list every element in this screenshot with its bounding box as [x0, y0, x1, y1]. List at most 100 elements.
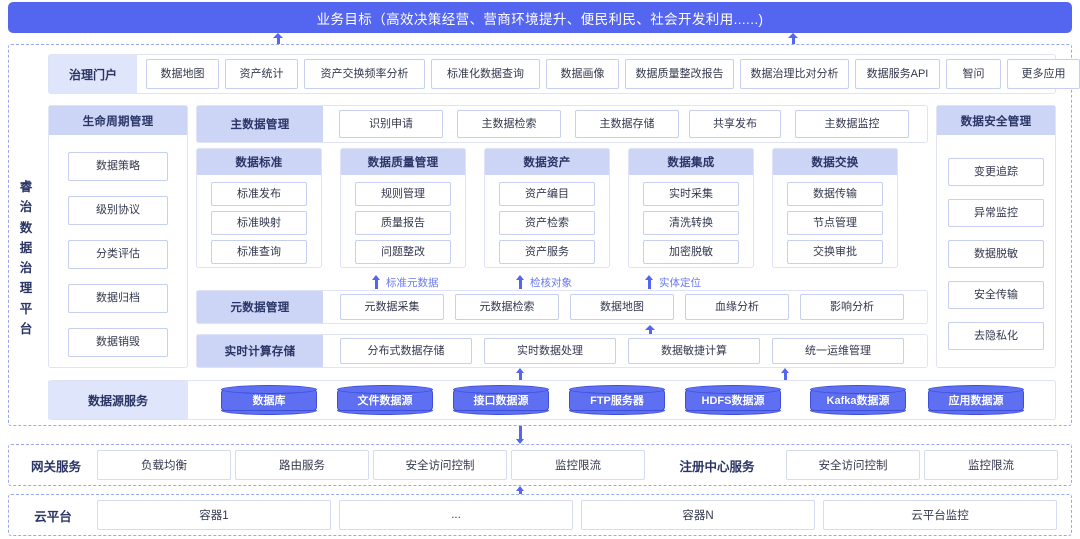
metadata-item-元数据检索[interactable]: 元数据检索 — [455, 294, 559, 320]
core-item-加密脱敏[interactable]: 加密脱敏 — [643, 240, 739, 264]
core-item-清洗转换[interactable]: 清洗转换 — [643, 211, 739, 235]
registry-item-安全访问控制[interactable]: 安全访问控制 — [786, 450, 920, 480]
datasource-label: 数据库 — [252, 395, 286, 407]
portal-app-资产交换频率分析[interactable]: 资产交换频率分析 — [304, 59, 425, 89]
registry-item-监控限流[interactable]: 监控限流 — [924, 450, 1058, 480]
metadata-item-元数据采集[interactable]: 元数据采集 — [340, 294, 444, 320]
realtime-item-数据敏捷计算[interactable]: 数据敏捷计算 — [628, 338, 760, 364]
security-item-安全传输[interactable]: 安全传输 — [948, 281, 1044, 309]
lifecycle-title-label: 生命周期管理 — [82, 115, 154, 128]
core-item-标准查询[interactable]: 标准查询 — [211, 240, 307, 264]
core-item-标准映射[interactable]: 标准映射 — [211, 211, 307, 235]
cloud-item-容器1[interactable]: 容器1 — [97, 500, 331, 530]
lifecycle-item-分类评估[interactable]: 分类评估 — [68, 240, 168, 269]
gateway-item-负载均衡[interactable]: 负载均衡 — [97, 450, 231, 480]
arrow-shaft — [375, 279, 378, 289]
master-data-item-主数据监控[interactable]: 主数据监控 — [795, 110, 909, 138]
security-item-异常监控[interactable]: 异常监控 — [948, 199, 1044, 227]
cloud-item-云平台监控[interactable]: 云平台监控 — [823, 500, 1057, 530]
arrow-shaft — [519, 426, 522, 440]
core-column-title-label: 数据资产 — [523, 157, 571, 169]
gateway-item-监控限流[interactable]: 监控限流 — [511, 450, 645, 480]
registry-item-label: 监控限流 — [968, 460, 1014, 472]
core-item-规则管理[interactable]: 规则管理 — [355, 182, 451, 206]
metadata-item-数据地图[interactable]: 数据地图 — [570, 294, 674, 320]
vtitle-char-6: 平 — [19, 301, 33, 316]
cylinder-top — [221, 385, 317, 394]
realtime-header: 实时计算存储 — [197, 335, 323, 367]
portal-app-更多应用[interactable]: 更多应用 — [1007, 59, 1080, 89]
master-data-item-label: 识别申请 — [369, 117, 413, 130]
datasource-cylinder-HDFS数据源[interactable]: HDFS数据源 — [685, 385, 781, 415]
metadata-item-影响分析[interactable]: 影响分析 — [800, 294, 904, 320]
business-goal-label: 业务目标（高效决策经营、营商环境提升、便民利民、社会开发利用......) — [316, 11, 764, 27]
portal-app-label: 资产交换频率分析 — [320, 67, 409, 80]
portal-app-label: 智问 — [962, 67, 985, 80]
core-item-label: 加密脱敏 — [669, 245, 713, 258]
core-item-问题整改[interactable]: 问题整改 — [355, 240, 451, 264]
arrow-head-down — [516, 439, 524, 444]
portal-title: 治理门户 — [49, 55, 137, 93]
datasource-cylinder-接口数据源[interactable]: 接口数据源 — [453, 385, 549, 415]
portal-app-数据质量整改报告[interactable]: 数据质量整改报告 — [625, 59, 734, 89]
portal-app-数据治理比对分析[interactable]: 数据治理比对分析 — [740, 59, 849, 89]
realtime-item-统一运维管理[interactable]: 统一运维管理 — [772, 338, 904, 364]
datasource-cylinder-Kafka数据源[interactable]: Kafka数据源 — [810, 385, 906, 415]
datasource-title: 数据源服务 — [48, 381, 188, 419]
portal-app-标准化数据查询[interactable]: 标准化数据查询 — [431, 59, 540, 89]
cloud-item-容器N[interactable]: 容器N — [581, 500, 815, 530]
cylinder-top — [928, 385, 1024, 394]
core-column-header-数据交换: 数据交换 — [773, 149, 897, 175]
arrow-head-up — [645, 325, 655, 330]
metadata-item-label: 影响分析 — [830, 300, 874, 313]
datasource-cylinder-应用数据源[interactable]: 应用数据源 — [928, 385, 1024, 415]
metadata-item-血缘分析[interactable]: 血缘分析 — [685, 294, 789, 320]
gateway-item-路由服务[interactable]: 路由服务 — [235, 450, 369, 480]
portal-app-智问[interactable]: 智问 — [946, 59, 1001, 89]
business-goal-banner: 业务目标（高效决策经营、营商环境提升、便民利民、社会开发利用......) — [8, 2, 1072, 33]
realtime-item-分布式数据存储[interactable]: 分布式数据存储 — [340, 338, 472, 364]
flow-label-检核对象: 检核对象 — [530, 275, 572, 290]
master-data-item-共享发布[interactable]: 共享发布 — [689, 110, 781, 138]
metadata-item-label: 元数据检索 — [479, 300, 535, 313]
master-data-item-主数据存储[interactable]: 主数据存储 — [575, 110, 679, 138]
security-item-变更追踪[interactable]: 变更追踪 — [948, 158, 1044, 186]
portal-app-数据地图[interactable]: 数据地图 — [146, 59, 219, 89]
core-item-实时采集[interactable]: 实时采集 — [643, 182, 739, 206]
core-item-资产编目[interactable]: 资产编目 — [499, 182, 595, 206]
portal-app-资产统计[interactable]: 资产统计 — [225, 59, 298, 89]
arrow-head-up — [273, 33, 283, 38]
datasource-cylinder-数据库[interactable]: 数据库 — [221, 385, 317, 415]
lifecycle-item-数据策略[interactable]: 数据策略 — [68, 152, 168, 181]
datasource-cylinder-FTP服务器[interactable]: FTP服务器 — [569, 385, 665, 415]
core-item-资产服务[interactable]: 资产服务 — [499, 240, 595, 264]
security-header: 数据安全管理 — [937, 106, 1055, 135]
core-item-质量报告[interactable]: 质量报告 — [355, 211, 451, 235]
lifecycle-item-级别协议[interactable]: 级别协议 — [68, 196, 168, 225]
security-item-数据脱敏[interactable]: 数据脱敏 — [948, 240, 1044, 268]
security-item-去隐私化[interactable]: 去隐私化 — [948, 322, 1044, 350]
core-item-资产检索[interactable]: 资产检索 — [499, 211, 595, 235]
core-item-label: 实时采集 — [669, 187, 713, 200]
master-data-item-主数据检索[interactable]: 主数据检索 — [457, 110, 561, 138]
core-item-label: 标准映射 — [237, 216, 281, 229]
portal-app-数据服务API[interactable]: 数据服务API — [855, 59, 940, 89]
portal-app-label: 资产统计 — [239, 67, 284, 80]
core-item-交换审批[interactable]: 交换审批 — [787, 240, 883, 264]
arrow-head-up — [788, 33, 798, 38]
datasource-cylinder-文件数据源[interactable]: 文件数据源 — [337, 385, 433, 415]
datasource-label: 接口数据源 — [473, 395, 529, 407]
security-title-label: 数据安全管理 — [960, 115, 1032, 128]
core-item-数据传输[interactable]: 数据传输 — [787, 182, 883, 206]
cloud-item-ellipsis[interactable]: ... — [339, 500, 573, 530]
core-item-节点管理[interactable]: 节点管理 — [787, 211, 883, 235]
portal-app-label: 更多应用 — [1021, 67, 1066, 80]
portal-app-数据画像[interactable]: 数据画像 — [546, 59, 619, 89]
master-data-item-识别申请[interactable]: 识别申请 — [339, 110, 443, 138]
gateway-item-安全访问控制[interactable]: 安全访问控制 — [373, 450, 507, 480]
core-item-标准发布[interactable]: 标准发布 — [211, 182, 307, 206]
realtime-item-实时数据处理[interactable]: 实时数据处理 — [484, 338, 616, 364]
lifecycle-item-数据归档[interactable]: 数据归档 — [68, 284, 168, 313]
core-item-label: 交换审批 — [813, 245, 857, 258]
lifecycle-item-数据销毁[interactable]: 数据销毁 — [68, 328, 168, 357]
